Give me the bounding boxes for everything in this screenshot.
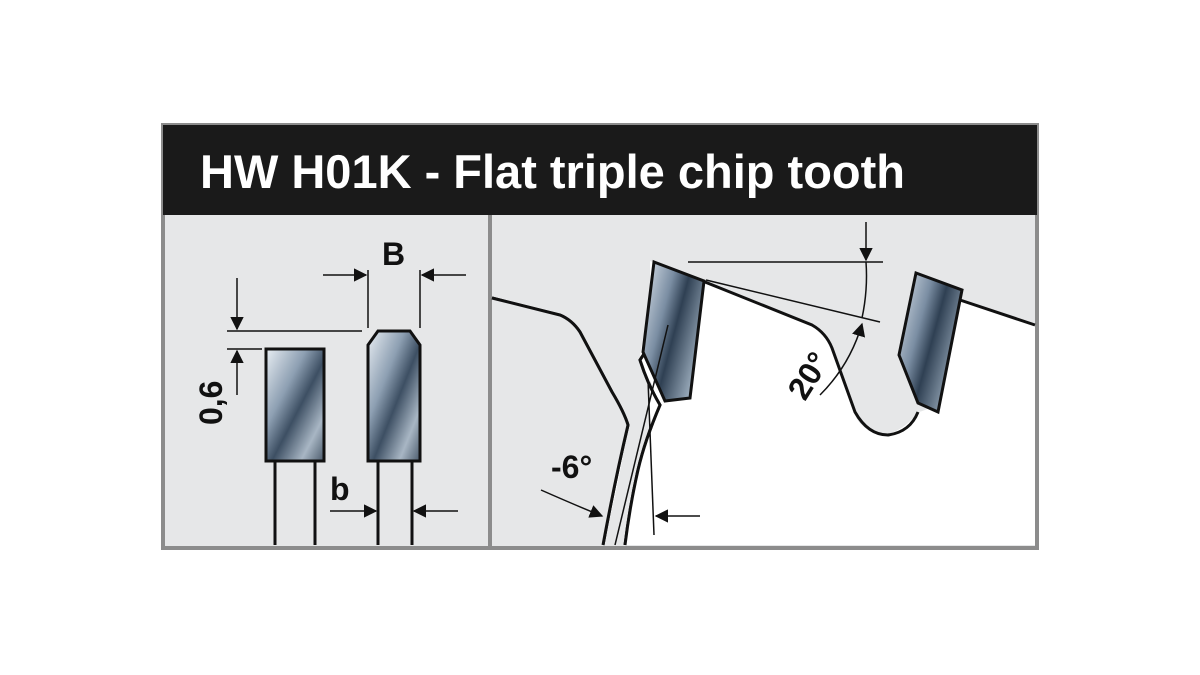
chamfered-tooth-tip	[366, 329, 422, 463]
label-b: b	[330, 471, 350, 507]
label-offset: 0,6	[193, 381, 229, 425]
flat-tooth-tip	[264, 347, 326, 463]
side-view-panel: -6° 20°	[491, 222, 1036, 546]
label-B: B	[382, 236, 405, 272]
diagram-title: HW H01K - Flat triple chip tooth	[200, 145, 905, 198]
carbide-tip-rear	[897, 270, 964, 415]
front-view-panel: B 0,6 b	[193, 236, 466, 545]
saw-blade-body	[492, 261, 1035, 545]
header-bar	[163, 125, 1037, 215]
label-hook-angle: -6°	[551, 449, 592, 485]
